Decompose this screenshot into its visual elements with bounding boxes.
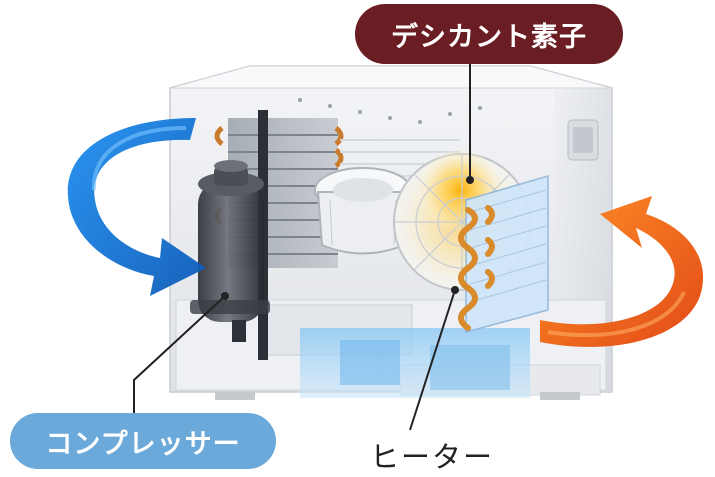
leader-lines [133, 62, 471, 431]
heater-coil [458, 205, 495, 331]
control-panel [298, 98, 482, 124]
compressor-leader-line [133, 295, 226, 418]
heater-label: ヒーター [370, 440, 495, 474]
blue-curved-arrow-icon [67, 118, 206, 296]
heater-leader-line [409, 289, 456, 431]
desiccant-leader-dot [466, 176, 474, 184]
compressor-leader-dot [221, 292, 229, 300]
desiccant-element-label: デシカント素子 [355, 4, 623, 64]
compressor-label: コンプレッサー [10, 413, 276, 469]
front-heat-exchanger [458, 174, 549, 333]
fan-housing [314, 167, 412, 255]
orange-curved-arrow-icon [540, 196, 704, 347]
heater-leader-dot [451, 286, 459, 294]
water-tank [300, 328, 530, 398]
